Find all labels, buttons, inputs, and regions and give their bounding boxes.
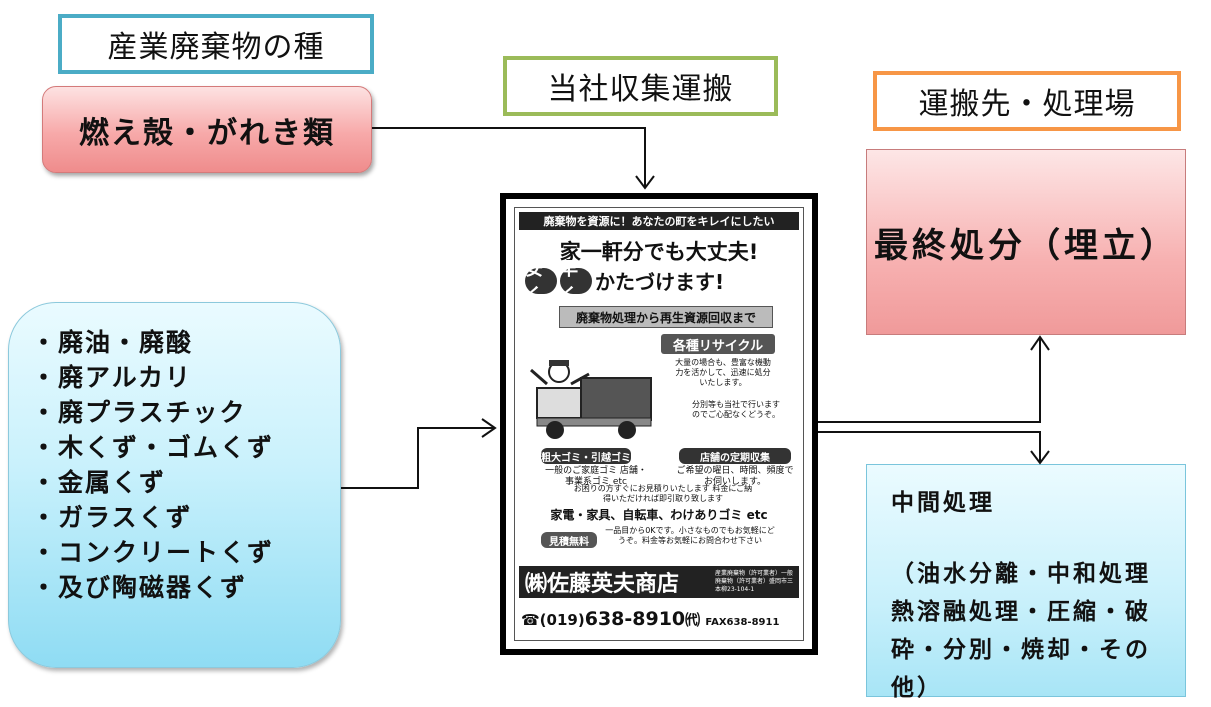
flyer-phone: ☎(019)638-8910㈹ FAX638-8911 bbox=[521, 608, 799, 630]
header-destination: 運搬先・処理場 bbox=[873, 71, 1181, 131]
flyer-tag-regular: 店舗の定期収集 bbox=[679, 448, 791, 464]
flyer-headline-2-text: かたづけます! bbox=[595, 270, 725, 294]
final-disposal-box: 最終処分（埋立） bbox=[866, 149, 1186, 335]
waste-list-item: ・ガラスくず bbox=[31, 503, 193, 532]
flyer-goods: 家電・家具、自転車、わけありゴミ etc bbox=[550, 508, 768, 522]
arrowhead-down-collection bbox=[635, 175, 655, 190]
arrowhead-down-intermediate bbox=[1030, 450, 1050, 465]
flyer-estimate-text: 一品目から0Kです。小さなものでもお気軽にどうぞ。料金等お気軽にお問合わせ下さい bbox=[605, 526, 775, 545]
flyer-band: 廃棄物処理から再生資源回収まで bbox=[559, 306, 773, 328]
final-disposal-label: 最終処分（埋立） bbox=[874, 225, 1178, 266]
header-waste-types-label: 産業廃棄物の種 bbox=[107, 30, 325, 65]
flyer-tel-number: 638-8910 bbox=[584, 608, 686, 630]
arrowhead-right-collection bbox=[481, 418, 497, 438]
flyer-tag-2-text: ご希望の曜日、時間、頻度でお伺いします。 bbox=[676, 466, 794, 487]
waste-list-item: ・及び陶磁器くず bbox=[31, 573, 248, 602]
arrowhead-up-final bbox=[1030, 335, 1050, 351]
arrow-ash-to-collection bbox=[372, 127, 646, 187]
header-destination-label: 運搬先・処理場 bbox=[918, 87, 1136, 122]
flyer-top-banner: 廃棄物を資源に！あなたの町をキレイにしたい bbox=[519, 212, 799, 230]
flyer-fax: FAX638-8911 bbox=[705, 617, 780, 628]
flyer-tag-1-text: 一般のご家庭ゴミ 店舗・事業系ゴミ etc bbox=[545, 466, 647, 487]
company-flyer: 廃棄物を資源に！あなたの町をキレイにしたい 家一軒分でも大丈夫! 安く 早く か… bbox=[500, 193, 818, 655]
intermediate-processing-box: 中間処理 （油水分離・中和処理 熱溶融処理・圧縮・破 砕・分別・焼却・その 他） bbox=[866, 464, 1186, 701]
arrow-list-to-collection bbox=[341, 427, 494, 489]
waste-list-item: ・廃プラスチック bbox=[31, 398, 247, 427]
flyer-headline: 家一軒分でも大丈夫! bbox=[559, 240, 759, 264]
flyer-tag-bulky: 粗大ゴミ・引越ゴミ bbox=[541, 448, 631, 464]
intermediate-detail-line: （油水分離・中和処理 bbox=[891, 561, 1151, 587]
flyer-license: 産業廃棄物（許可業者）一般廃棄物（許可業者）盛岡市三本柳23-104-1 bbox=[715, 570, 794, 593]
ash-rubble-label: 燃え殻・がれき類 bbox=[79, 115, 335, 151]
flyer-note-1: 大量の場合も、豊富な機動力を活かして、迅速に処分いたします。 bbox=[675, 358, 771, 387]
intermediate-title: 中間処理 bbox=[891, 490, 995, 516]
flyer-middle-text: お困りの方すぐにお見積りいたします 料金にご納得いただければ即引取り致します bbox=[573, 484, 753, 503]
flyer-estimate-tag: 見積無料 bbox=[541, 532, 597, 548]
flyer-note-2: 分別等も当社で行いますのでご心配なくどうぞ。 bbox=[692, 400, 780, 419]
flyer-tel-suffix: ㈹ bbox=[685, 611, 701, 629]
waste-list-item: ・木くず・ゴムくず bbox=[31, 433, 275, 462]
intermediate-detail-line: 砕・分別・焼却・その bbox=[891, 637, 1151, 663]
waste-list-item: ・金属くず bbox=[31, 468, 167, 497]
flyer-recycle-tag: 各種リサイクル bbox=[661, 334, 775, 354]
waste-list-item: ・廃アルカリ bbox=[31, 363, 193, 392]
header-collection-label: 当社収集運搬 bbox=[547, 72, 734, 107]
arrow-to-intermediate bbox=[818, 431, 1041, 462]
intermediate-detail-line: 熱溶融処理・圧縮・破 bbox=[891, 599, 1151, 625]
ash-rubble-box: 燃え殻・がれき類 bbox=[42, 86, 372, 173]
waste-list-item: ・コンクリートくず bbox=[31, 538, 275, 567]
waste-list-item: ・廃油・廃酸 bbox=[31, 328, 194, 357]
flyer-tel-prefix: ☎(019) bbox=[521, 611, 585, 629]
flyer-company: ㈱佐藤英夫商店 産業廃棄物（許可業者）一般廃棄物（許可業者）盛岡市三本柳23-1… bbox=[519, 566, 799, 598]
arrow-to-final-disposal bbox=[818, 338, 1041, 423]
waste-list-box: ・廃油・廃酸 ・廃アルカリ ・廃プラスチック ・木くず・ゴムくず ・金属くず ・… bbox=[8, 302, 341, 668]
truck-illustration bbox=[530, 360, 652, 439]
header-collection: 当社収集運搬 bbox=[503, 56, 778, 116]
header-waste-types: 産業廃棄物の種 bbox=[58, 14, 374, 74]
flyer-company-name: ㈱佐藤英夫商店 bbox=[525, 572, 680, 597]
